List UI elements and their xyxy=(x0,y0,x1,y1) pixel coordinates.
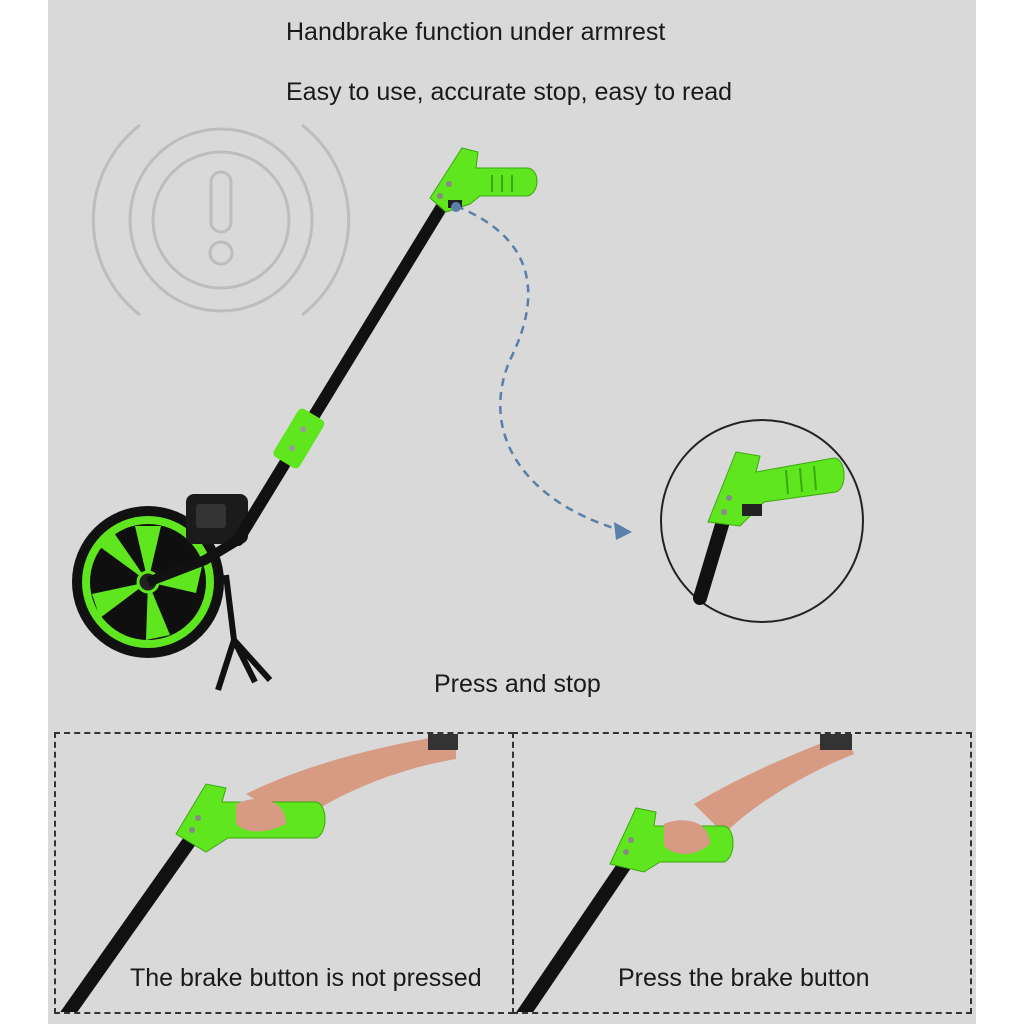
direction-arrow xyxy=(455,204,621,532)
hand-grip-not-pressed-illustration xyxy=(60,734,458,1012)
measuring-wheel-illustration xyxy=(72,123,864,691)
pistol-grip-handle xyxy=(429,147,538,213)
zoom-detail-circle xyxy=(660,419,864,623)
comparison-pressed: Press the brake button xyxy=(512,732,972,1014)
hand-grip-pressed-illustration xyxy=(516,734,854,1012)
comparison-not-pressed: The brake button is not pressed xyxy=(54,732,514,1014)
measuring-wheel xyxy=(72,494,273,691)
arrow-head-icon xyxy=(614,522,632,540)
pressed-caption: Press the brake button xyxy=(618,964,870,992)
not-pressed-caption: The brake button is not pressed xyxy=(130,964,482,992)
pole-clamp xyxy=(273,408,325,469)
heading-title: Handbrake function under armrest xyxy=(286,18,666,46)
alert-exclamation-icon xyxy=(91,123,351,317)
heading-subtitle: Easy to use, accurate stop, easy to read xyxy=(286,78,733,106)
press-stop-label: Press and stop xyxy=(434,670,601,698)
telescopic-pole xyxy=(232,184,458,546)
